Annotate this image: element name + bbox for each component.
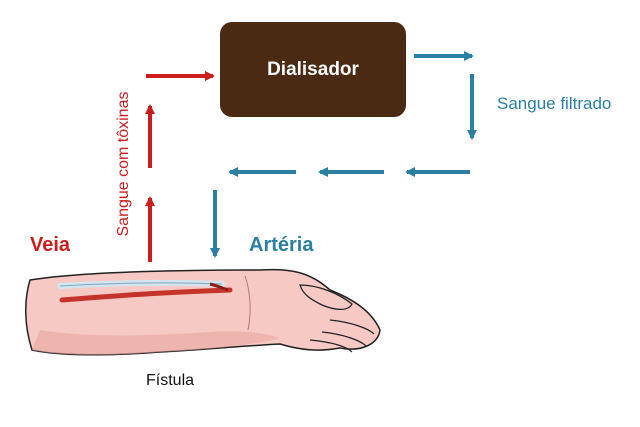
finger-2	[321, 331, 367, 347]
fistula-connection	[209, 282, 229, 292]
filtered-blood-label: Sangue filtrado	[497, 94, 612, 113]
dialyzer-box: Dialisador	[220, 22, 406, 117]
dialyzer-label: Dialisador	[267, 58, 359, 80]
thumb	[299, 284, 353, 311]
artery-vessel-outline	[59, 282, 223, 287]
arm-illustration	[24, 268, 381, 356]
vein-vessel	[59, 287, 233, 303]
finger-1	[329, 319, 375, 335]
vein-label: Veia	[30, 234, 71, 256]
finger-3	[309, 339, 353, 353]
blood-with-toxins-label: Sangue com tôxinas	[115, 91, 132, 237]
forearm-shade	[32, 330, 280, 355]
fistula-label: Fístula	[146, 372, 195, 389]
wrist-crease	[244, 275, 251, 331]
artery-label: Artéria	[249, 234, 314, 256]
